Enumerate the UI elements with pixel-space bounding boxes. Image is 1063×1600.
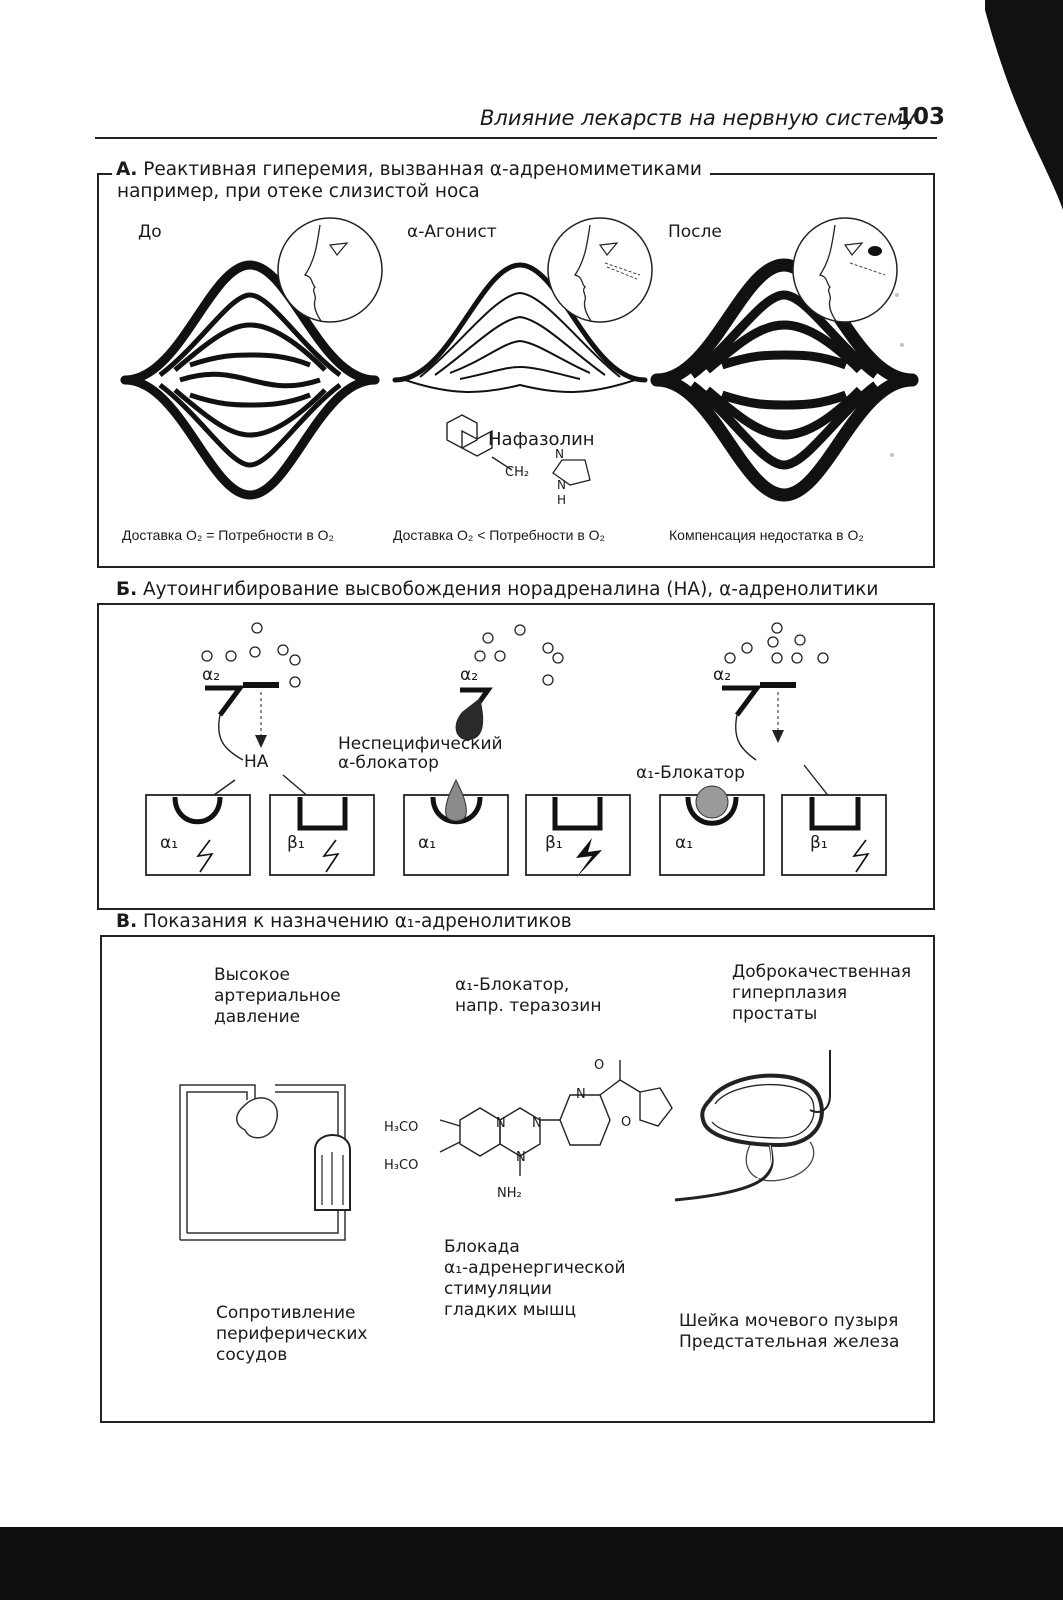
receptor-beta1-3: β₁ <box>810 833 828 853</box>
vesicle-cluster-1 <box>201 622 301 688</box>
section-a-heading: Реактивная гиперемия, вызванная α-адрено… <box>143 159 702 180</box>
panel-indications <box>100 935 935 1423</box>
stage-agonist-label: α-Агонист <box>407 222 497 242</box>
section-a-letter: А. <box>116 159 138 180</box>
drug-terazosin-label: α₁-Блокатор, напр. теразозин <box>455 975 602 1016</box>
alpha2-label-3: α₂ <box>713 665 732 685</box>
nerve-terminal-2 <box>455 687 493 741</box>
section-a-title: А. Реактивная гиперемия, вызванная α-адр… <box>112 158 710 181</box>
terazosin-structure <box>439 1060 673 1176</box>
indication-high-bp: Высокое артериальное давление <box>214 965 341 1027</box>
naphazoline-n2: N <box>557 478 566 492</box>
section-c-letter: В. <box>116 911 138 932</box>
scan-bottom-shadow <box>0 1527 1063 1600</box>
naphazoline-structure <box>446 414 513 471</box>
alpha2-label-1: α₂ <box>202 665 221 685</box>
page-edge-shadow <box>985 0 1063 210</box>
imidazoline-ring <box>552 459 591 486</box>
indication-vascular-resistance: Сопротивление периферических сосудов <box>216 1303 368 1365</box>
section-b-title: Б. Аутоингибирование высвобождения норад… <box>112 578 887 601</box>
running-header-title: Влияние лекарств на нервную систему <box>480 106 916 130</box>
receptor-beta1-2: β₁ <box>545 833 563 853</box>
indication-bph: Доброкачественная гиперплазия простаты <box>732 962 912 1024</box>
drug-naphazoline: Нафазолин <box>488 429 595 450</box>
receptor-alpha1-1: α₁ <box>160 833 179 853</box>
naphazoline-ch2: CH₂ <box>505 465 530 480</box>
alpha1-blocker-label: α₁-Блокатор <box>636 763 745 783</box>
face-icon-agonist <box>547 217 653 323</box>
terazosin-h3co-2: H₃CO <box>384 1158 419 1173</box>
vessel-network-after <box>650 258 919 502</box>
section-b-letter: Б. <box>116 579 138 600</box>
receptor-alpha1-3: α₁ <box>675 833 694 853</box>
panel-autoinhibition <box>97 603 935 910</box>
header-rule <box>95 137 937 139</box>
nerve-terminal-3 <box>722 682 831 799</box>
terazosin-h3co-1: H₃CO <box>384 1120 419 1135</box>
mechanism-blockade: Блокада α₁-адренергической стимуляции гл… <box>444 1237 626 1320</box>
vessel-network-agonist <box>392 262 648 393</box>
face-icon-before <box>277 217 383 323</box>
terazosin-o-ring: O <box>621 1115 632 1130</box>
stage-after-label: После <box>668 222 722 242</box>
stage-before-label: До <box>138 222 162 242</box>
nerve-terminal-1 <box>205 682 311 801</box>
naphazoline-n1: N <box>555 447 564 461</box>
naphazoline-h: H <box>557 493 567 507</box>
section-a-subtitle: например, при отеке слизистой носа <box>117 181 480 202</box>
terazosin-n-2: N <box>532 1116 542 1131</box>
section-b-heading: Аутоингибирование высвобождения норадрен… <box>143 579 879 600</box>
terazosin-o-carbonyl: O <box>594 1058 605 1073</box>
noradrenaline-label: НА <box>244 752 269 772</box>
nonspecific-blocker-label: Неспецифический α-блокатор <box>338 734 503 773</box>
section-c-title: В. Показания к назначению α₁-адренолитик… <box>112 910 580 933</box>
page-number: 103 <box>897 104 946 130</box>
condition-after: Компенсация недостатка в O₂ <box>669 527 864 543</box>
indication-bladder-prostate: Шейка мочевого пузыря Предстательная жел… <box>679 1311 900 1352</box>
circulation-diagram <box>179 1084 351 1241</box>
vessel-network-before <box>120 260 380 500</box>
terazosin-n-3: N <box>496 1116 506 1131</box>
receptor-beta1-1: β₁ <box>287 833 305 853</box>
terazosin-nh2: NH₂ <box>497 1186 522 1201</box>
section-c-heading: Показания к назначению α₁-адренолитиков <box>143 911 572 932</box>
vesicle-cluster-3 <box>724 622 829 664</box>
face-icon-after <box>792 217 898 323</box>
terazosin-n-1: N <box>576 1087 586 1102</box>
terazosin-n-4: N <box>516 1150 526 1165</box>
condition-before: Доставка O₂ = Потребности в O₂ <box>122 527 334 543</box>
alpha2-label-2: α₂ <box>460 665 479 685</box>
receptor-cells <box>145 778 887 878</box>
vesicle-cluster-2 <box>474 624 564 686</box>
receptor-alpha1-2: α₁ <box>418 833 437 853</box>
prostate-bladder-diagram <box>674 1050 831 1202</box>
condition-agonist: Доставка O₂ < Потребности в O₂ <box>393 527 605 543</box>
